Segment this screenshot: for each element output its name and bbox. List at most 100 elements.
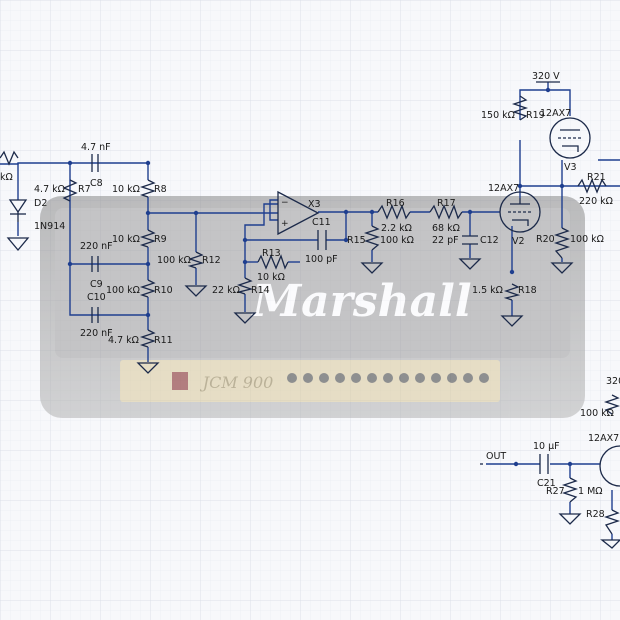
ground-symbol [360,262,384,274]
capacitor-c9 [91,256,99,272]
capacitor-c21 [539,454,549,474]
label-c21: C21 [537,478,556,489]
label-out: OUT [486,451,506,462]
amp-power-switch [172,372,188,390]
resistor-r12 [187,251,205,269]
amp-model-label: JCM 900 [200,373,274,392]
label-c21-value: 10 µF [533,441,560,452]
label-r17-value: 68 kΩ [432,223,460,234]
label-v3: V3 [564,162,577,173]
label-r10-value: 100 kΩ [106,285,140,296]
opamp-x3: − + [277,190,320,236]
amp-knobs [287,373,489,383]
label-r21-value: 220 kΩ [579,196,613,207]
label-v3-tube: 12AX7 [540,108,571,119]
label-c11: C11 [312,217,331,228]
label-r9: R9 [154,234,167,245]
tube-v3 [549,117,591,159]
label-r18: R18 [518,285,537,296]
resistor-r9 [139,229,157,248]
label-r20: R20 [536,234,555,245]
label-r10: R10 [154,285,173,296]
label-d2: D2 [34,198,47,209]
label-r8: R8 [154,184,167,195]
svg-text:−: − [281,198,289,208]
label-r16-value2: 100 kΩ [380,235,414,246]
capacitor-c10 [91,307,99,323]
label-r12: R12 [202,255,221,266]
label-c9-value: 220 nF [80,241,113,252]
label-supply-320v: 320 V [532,71,560,82]
label-c8: C8 [90,178,103,189]
label-d2-part: 1N914 [34,221,65,232]
label-r13: R13 [262,248,281,259]
label-r14: R14 [251,285,270,296]
label-r19-value: 150 kΩ [481,110,515,121]
junction-dots [67,87,573,467]
label-v2-tube: 12AX7 [488,183,519,194]
resistor-r7 [62,179,78,202]
label-tube-partial: 12AX7 [588,433,619,444]
capacitor-c11 [317,230,327,250]
label-r12-value: 100 kΩ [157,255,191,266]
ground-symbol [458,258,482,270]
capacitor-c12 [462,235,478,245]
label-c10: C10 [87,292,106,303]
label-supply-320-partial: 320 [606,376,620,387]
label-r27-value: 1 MΩ [578,486,603,497]
wires [0,82,620,540]
label-r7-value: 4.7 kΩ [34,184,65,195]
label-x3: X3 [308,199,321,210]
label-r18-value: 1.5 kΩ [472,285,503,296]
svg-text:+: + [281,219,289,229]
label-res-100k-partial: 100 kΩ [580,408,614,419]
label-c9: C9 [90,279,103,290]
resistor-r21 [577,178,607,194]
tube-v2 [499,191,541,233]
resistor-r27 [561,477,579,503]
label-r16: R16 [386,198,405,209]
label-r21: R21 [587,172,606,183]
amp-brand-logo: Marshall [250,276,471,327]
ground-symbol [500,315,524,327]
label-r20-value: 100 kΩ [570,234,604,245]
label-r7: R7 [78,184,91,195]
resistor-r18 [503,283,521,301]
label-v2: V2 [512,236,525,247]
label-r16-value1: 2.2 kΩ [381,223,412,234]
ground-symbol [184,285,208,297]
ground-symbol [558,513,582,525]
label-r11-value: 4.7 kΩ [108,335,139,346]
label-r11: R11 [154,335,173,346]
resistor-r8 [139,179,157,198]
resistor-r10 [139,279,157,298]
label-r19: R19 [526,110,545,121]
label-r8-value: 10 kΩ [112,184,140,195]
resistor-r17 [429,204,463,220]
label-c12: C12 [480,235,499,246]
ground-symbol [136,362,160,374]
label-r15: R15 [347,235,366,246]
resistor-r15 [363,225,381,251]
amp-watermark: Marshall JCM 900 [40,196,585,418]
resistor-r16 [377,204,411,220]
input-resistor [0,150,19,166]
diode-d2 [8,199,28,222]
label-c10-value: 220 nF [80,328,113,339]
label-r28: R28 [586,509,605,520]
label-c8-value: 4.7 nF [81,142,111,153]
ground-symbol [6,237,30,252]
label-input-res: kΩ [0,172,13,183]
resistor-r19 [511,95,529,121]
label-r27: R27 [546,486,565,497]
resistor-r20 [553,227,571,259]
label-r9-value: 10 kΩ [112,234,140,245]
resistor-r13 [257,254,289,270]
label-r17: R17 [437,198,456,209]
ground-symbol [233,312,257,324]
amp-grille [55,208,570,358]
label-r13-value: 10 kΩ [257,272,285,283]
ground-symbol [600,539,620,549]
